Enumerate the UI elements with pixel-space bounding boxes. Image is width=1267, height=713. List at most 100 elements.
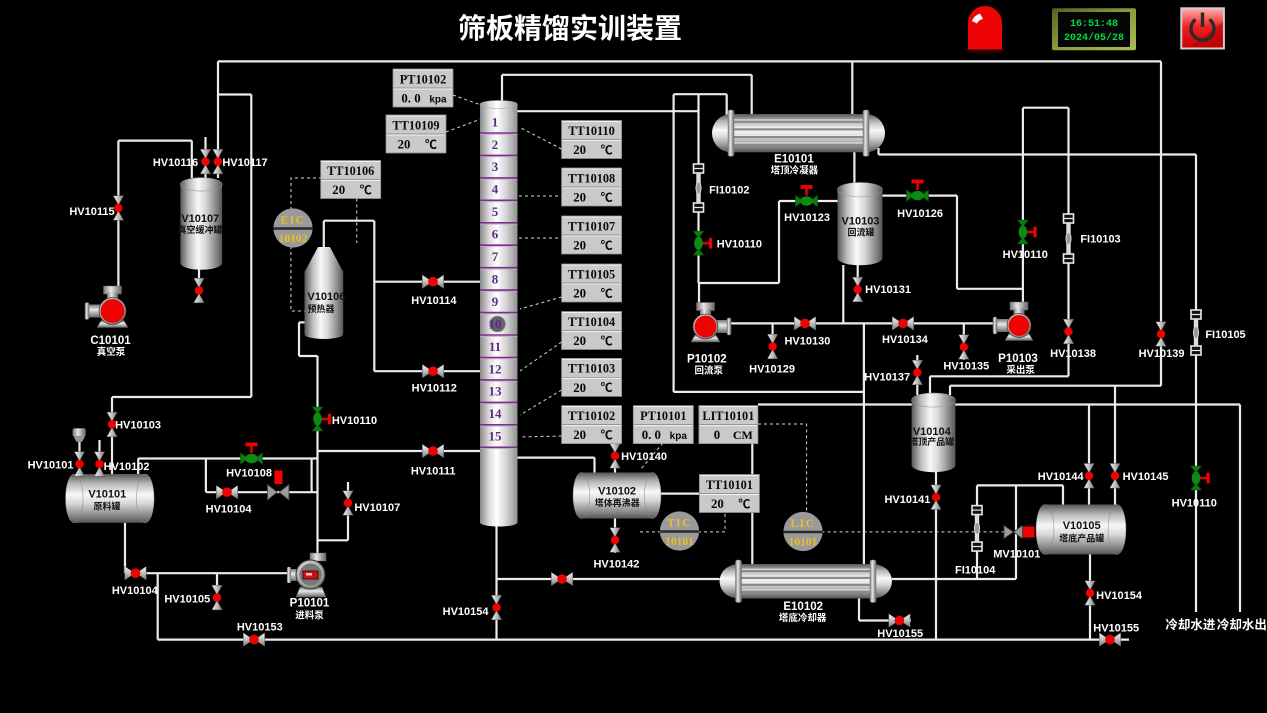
svg-text:2024/05/28: 2024/05/28 [1064,32,1124,44]
svg-text:20: 20 [573,334,586,348]
svg-text:HV10104: HV10104 [112,585,159,597]
svg-text:20: 20 [398,138,411,152]
svg-text:kpa: kpa [429,94,447,105]
svg-text:回流泵: 回流泵 [695,363,724,377]
svg-text:HV10111: HV10111 [411,465,456,477]
svg-text:20: 20 [573,287,586,301]
svg-text:0. 0: 0. 0 [401,92,420,106]
svg-text:EIC: EIC [281,215,306,227]
svg-text:20: 20 [573,191,586,205]
svg-text:10102: 10102 [279,233,308,245]
svg-text:20: 20 [711,497,724,511]
svg-text:HV10140: HV10140 [621,451,667,463]
svg-text:TT10110: TT10110 [568,124,614,138]
svg-text:HV10155: HV10155 [877,628,923,640]
svg-text:HV10116: HV10116 [153,157,198,169]
svg-text:20: 20 [332,183,345,197]
svg-text:HV10145: HV10145 [1123,471,1169,483]
svg-text:HV10110: HV10110 [1003,249,1048,261]
svg-text:真空泵: 真空泵 [97,344,126,358]
svg-text:HV10141: HV10141 [884,494,930,506]
svg-text:HV10103: HV10103 [115,420,161,432]
svg-text:10101: 10101 [789,537,818,549]
svg-text:V10105: V10105 [1063,520,1101,532]
svg-text:16:51:48: 16:51:48 [1070,19,1118,30]
svg-text:4: 4 [492,182,499,197]
svg-text:FI10102: FI10102 [709,185,749,197]
svg-text:TT10101: TT10101 [706,478,753,492]
svg-text:0. 0: 0. 0 [642,428,661,442]
svg-text:℃: ℃ [601,379,613,396]
svg-text:TT10106: TT10106 [327,164,374,178]
svg-text:HV10110: HV10110 [717,239,762,251]
svg-text:进料泵: 进料泵 [295,608,324,622]
svg-text:7: 7 [492,249,499,264]
svg-text:HV10144: HV10144 [1038,471,1085,483]
svg-text:20: 20 [573,381,586,395]
svg-text:HV10131: HV10131 [865,284,911,296]
svg-text:HV10129: HV10129 [749,363,795,375]
svg-text:TT10105: TT10105 [568,267,615,281]
svg-text:回流罐: 回流罐 [847,226,874,239]
svg-text:℃: ℃ [425,135,437,152]
svg-text:℃: ℃ [601,188,613,205]
svg-text:CM: CM [733,426,753,443]
svg-text:15: 15 [489,429,503,444]
svg-text:HV10139: HV10139 [1139,348,1185,360]
svg-text:1: 1 [492,114,499,129]
svg-text:E10102: E10102 [783,601,823,613]
svg-text:HV10135: HV10135 [943,360,989,372]
svg-text:FI10105: FI10105 [1205,329,1245,341]
svg-text:V10102: V10102 [598,485,636,497]
svg-text:HV10102: HV10102 [104,461,150,473]
svg-text:V10106: V10106 [307,291,345,303]
svg-text:TIC: TIC [667,518,692,530]
svg-text:TT10103: TT10103 [568,362,615,376]
svg-text:冷却水进: 冷却水进 [1165,614,1216,633]
svg-text:20: 20 [573,428,586,442]
svg-text:HV10115: HV10115 [69,206,114,218]
svg-text:塔体再沸器: 塔体再沸器 [595,496,640,509]
svg-text:P10103: P10103 [998,353,1038,365]
svg-text:6: 6 [492,227,499,242]
svg-text:冷却水出: 冷却水出 [1217,614,1267,633]
svg-text:HV10108: HV10108 [226,468,272,480]
svg-text:HV10155: HV10155 [1093,622,1139,634]
svg-text:V10107: V10107 [181,213,219,225]
svg-text:HV10112: HV10112 [412,383,457,395]
svg-text:0: 0 [714,428,720,442]
svg-text:HV10130: HV10130 [784,336,830,348]
svg-text:HV10117: HV10117 [222,157,267,169]
svg-text:2: 2 [492,137,499,152]
svg-text:8: 8 [492,271,499,286]
svg-text:采出泵: 采出泵 [1006,362,1035,376]
svg-text:HV10104: HV10104 [206,504,253,516]
svg-text:20: 20 [573,143,586,157]
svg-text:20: 20 [573,239,586,253]
svg-text:HV10114: HV10114 [411,295,457,307]
svg-text:HV10110: HV10110 [332,415,377,427]
svg-text:塔底产品罐: 塔底产品罐 [1059,532,1104,545]
svg-text:塔顶冷凝器: 塔顶冷凝器 [771,163,819,177]
svg-text:E10101: E10101 [774,154,814,166]
svg-text:HV10137: HV10137 [864,371,910,383]
svg-text:HV10154: HV10154 [1096,590,1143,602]
svg-text:℃: ℃ [601,141,613,158]
svg-text:℃: ℃ [601,426,613,443]
svg-text:℃: ℃ [601,236,613,253]
svg-text:℃: ℃ [738,495,750,512]
svg-text:℃: ℃ [360,181,372,198]
svg-text:10: 10 [489,316,502,331]
svg-text:预热器: 预热器 [307,302,334,315]
svg-text:10101: 10101 [665,536,694,548]
svg-text:PT10102: PT10102 [400,72,446,86]
svg-text:TT10108: TT10108 [568,171,615,185]
svg-text:℃: ℃ [601,332,613,349]
svg-text:筛板精馏实训装置: 筛板精馏实训装置 [458,7,682,47]
svg-text:C10101: C10101 [90,335,131,347]
svg-text:V10104: V10104 [913,426,952,438]
svg-text:TT10107: TT10107 [568,219,615,233]
svg-text:HV10134: HV10134 [882,334,929,346]
svg-text:PT10101: PT10101 [640,409,686,423]
svg-text:kpa: kpa [670,431,688,442]
